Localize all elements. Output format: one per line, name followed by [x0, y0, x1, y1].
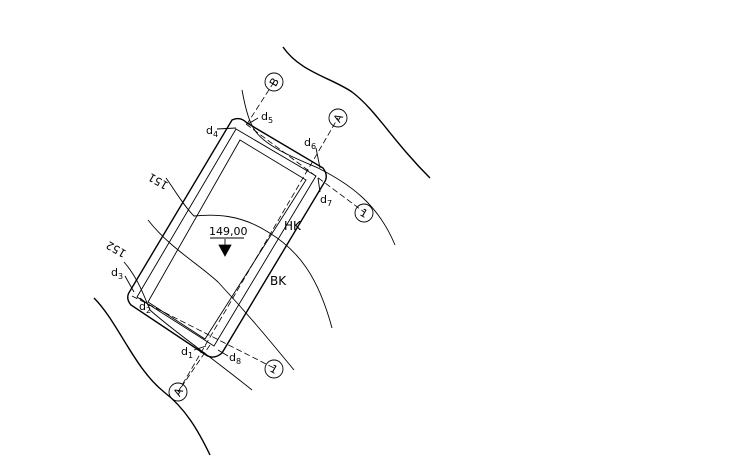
axis-line-1-bottom [131, 295, 275, 369]
contour-line-151 [165, 177, 333, 329]
distance-label-d4: d4 [206, 124, 218, 139]
contour-label-152: 152 [104, 238, 129, 260]
pit-outer-edge-BK [127, 117, 327, 358]
leader-d3 [124, 275, 135, 293]
axis-marker-A-top: A [328, 108, 348, 128]
distance-label-d1: d1 [181, 345, 193, 360]
distance-label-d2: d2 [139, 300, 151, 315]
contour-line-upper-inner [241, 89, 396, 246]
leader-d5 [247, 117, 259, 125]
axis-line-B [246, 81, 275, 125]
contour-line-lower-inner [147, 219, 295, 371]
axis-marker-1-left: 1 [264, 359, 284, 379]
axis-marker-1-right: 1 [354, 203, 374, 223]
pit-inner-edge-HK [147, 139, 307, 340]
axis-line-1-top [245, 123, 365, 213]
svg-text:A: A [331, 111, 346, 124]
edge-label-BK: BK [270, 274, 287, 288]
axis-line-A [177, 117, 339, 393]
distance-label-d6: d6 [304, 136, 316, 151]
axis-marker-B-top: B [264, 72, 284, 92]
leader-d6 [315, 147, 321, 169]
elevation-label: 149,00 [209, 225, 248, 238]
svg-text:A: A [171, 385, 186, 398]
leader-d4 [216, 127, 237, 130]
svg-text:B: B [267, 76, 282, 89]
distance-label-d8: d8 [229, 351, 241, 366]
axis-marker-A-bottom: A [168, 382, 188, 402]
leader-d1 [193, 345, 207, 351]
distance-label-d7: d7 [320, 193, 332, 208]
pit-middle-edge [136, 128, 317, 347]
svg-text:1: 1 [267, 362, 280, 377]
embankment-curve-top-right [282, 46, 431, 179]
embankment-curve-bottom-left [93, 297, 211, 456]
distance-label-d3: d3 [111, 266, 123, 281]
leader-d7 [317, 177, 321, 193]
elevation-triangle-icon [218, 244, 232, 257]
svg-text:1: 1 [357, 206, 370, 221]
axis-line-A-lower [177, 344, 211, 393]
contour-label-151: 151 [146, 170, 171, 192]
leader-d8 [217, 349, 229, 357]
edge-label-HK: HK [284, 219, 302, 233]
distance-label-d5: d5 [261, 110, 273, 125]
leader-d2 [139, 297, 151, 307]
